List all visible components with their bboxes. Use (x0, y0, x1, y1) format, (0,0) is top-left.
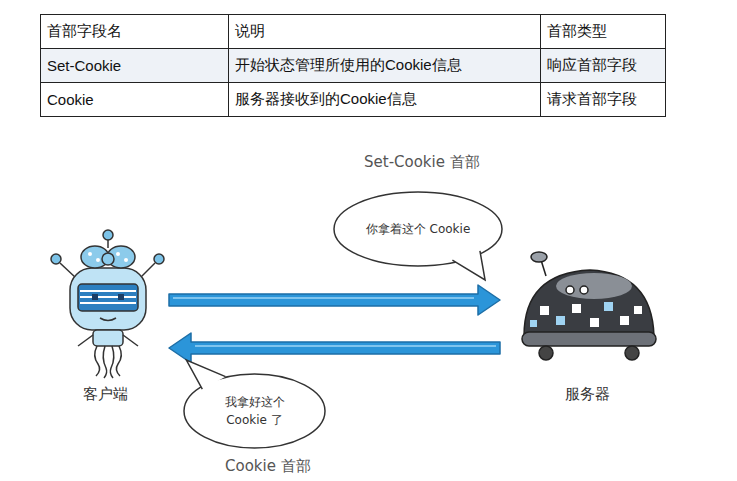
table-header-cell: 首部类型 (540, 14, 666, 49)
bubble-outline (182, 372, 327, 450)
server-figure: 服务器 (500, 230, 675, 410)
figure-caption: 服务器 (565, 385, 610, 410)
table-cell: Set-Cookie (40, 48, 229, 83)
edge-label: Cookie 首部 (223, 457, 313, 476)
table-cell: 请求首部字段 (540, 82, 666, 117)
speech-bubble: 我拿好这个 Cookie 了 (182, 372, 327, 450)
cell-text: 请求首部字段 (547, 90, 637, 109)
cell-text: 首部字段名 (47, 22, 122, 41)
cell-text: 服务器接收到的Cookie信息 (235, 90, 417, 109)
bubble-text: 我拿好这个 Cookie 了 (213, 393, 297, 429)
table-cell: 开始状态管理所使用的Cookie信息 (228, 48, 541, 83)
table-cell: 服务器接收到的Cookie信息 (228, 82, 541, 117)
table-cell: Cookie (40, 82, 229, 117)
cell-text: 开始状态管理所使用的Cookie信息 (235, 56, 462, 75)
server-robot (522, 252, 656, 360)
table-cell: 响应首部字段 (540, 48, 666, 83)
flow-arrow (169, 285, 500, 315)
flow-arrow (169, 333, 500, 363)
cell-text: 响应首部字段 (547, 56, 637, 75)
edge-label: Set-Cookie 首部 (362, 153, 482, 172)
cell-text: Cookie (47, 91, 94, 108)
table-header-cell: 首部字段名 (40, 14, 229, 49)
arrow-highlight (195, 345, 496, 347)
arrow-highlight (173, 297, 474, 299)
speech-bubble: 你拿着这个 Cookie (332, 190, 504, 268)
bubble-text: 你拿着这个 Cookie (366, 220, 471, 238)
client-robot (51, 230, 164, 378)
table-header-cell: 说明 (228, 14, 541, 49)
client-figure: 客户端 (41, 230, 169, 410)
cell-text: 首部类型 (547, 22, 607, 41)
cell-text: 说明 (235, 22, 265, 41)
cell-text: Set-Cookie (47, 57, 121, 74)
figure-caption: 客户端 (83, 385, 128, 410)
